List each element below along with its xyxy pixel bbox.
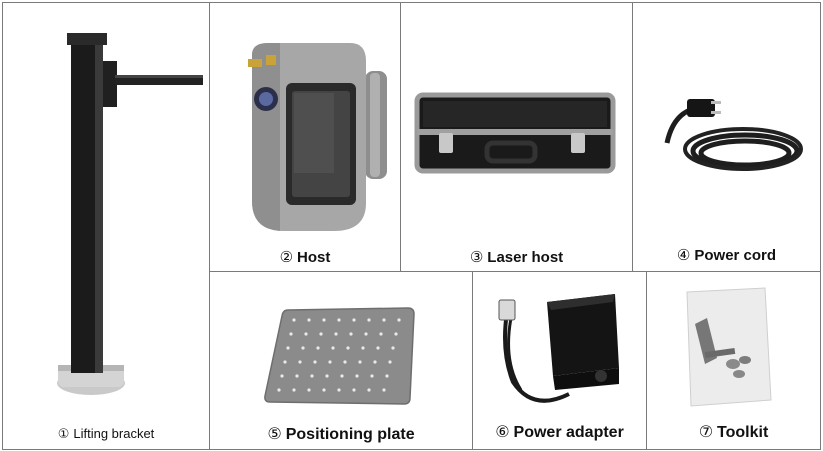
plate-hole (373, 360, 377, 364)
lifting-bracket-image (57, 33, 203, 395)
plate-hole (352, 318, 356, 322)
power-cord-image (664, 99, 803, 171)
plate-hole (337, 388, 341, 392)
host-image (248, 43, 387, 231)
plate-hole (352, 388, 356, 392)
item-label: Lifting bracket (73, 426, 155, 441)
number-badge: ③ (469, 249, 484, 266)
item-label: Positioning plate (285, 426, 415, 443)
plate-hole (289, 332, 293, 336)
plate-hole (385, 374, 389, 378)
plate-hole (349, 332, 353, 336)
number-badge: ① (57, 426, 70, 441)
plate-hole (319, 332, 323, 336)
item-label: Host (297, 249, 331, 266)
laser-host-case-image (414, 92, 616, 174)
plate-hole (301, 346, 305, 350)
plate-hole (310, 374, 314, 378)
plate-hole (322, 318, 326, 322)
plate-hole (292, 318, 296, 322)
plate-hole (340, 374, 344, 378)
item-label: Power adapter (513, 424, 624, 441)
toolkit-image (686, 287, 772, 407)
plate-hole (331, 346, 335, 350)
number-badge: ⑦ (698, 424, 714, 441)
plate-hole (364, 332, 368, 336)
power-adapter-image (498, 294, 619, 403)
plate-hole (382, 318, 386, 322)
plate-hole (334, 332, 338, 336)
number-badge: ④ (676, 247, 691, 264)
plate-hole (376, 346, 380, 350)
plate-hole (343, 360, 347, 364)
plate-hole (397, 318, 401, 322)
plate-hole (277, 388, 281, 392)
plate-hole (286, 346, 290, 350)
number-badge: ② (279, 249, 294, 266)
plate-hole (283, 360, 287, 364)
plate-hole (307, 388, 311, 392)
plate-hole (295, 374, 299, 378)
item-label: Power cord (694, 247, 777, 264)
plate-hole (313, 360, 317, 364)
plate-hole (370, 374, 374, 378)
plate-hole (367, 388, 371, 392)
plate-hole (346, 346, 350, 350)
plate-hole (307, 318, 311, 322)
plate-hole (337, 318, 341, 322)
plate-hole (298, 360, 302, 364)
plate-hole (355, 374, 359, 378)
plate-hole (328, 360, 332, 364)
plate-hole (388, 360, 392, 364)
item-label: Toolkit (717, 424, 769, 441)
plate-hole (391, 346, 395, 350)
plate-hole (367, 318, 371, 322)
item-label: Laser host (487, 249, 564, 266)
number-badge: ⑥ (495, 424, 510, 441)
plate-hole (394, 332, 398, 336)
plate-hole (361, 346, 365, 350)
plate-hole (325, 374, 329, 378)
positioning-plate-image (264, 307, 415, 405)
plate-hole (322, 388, 326, 392)
plate-hole (358, 360, 362, 364)
number-badge: ⑤ (267, 426, 282, 443)
plate-hole (379, 332, 383, 336)
plate-hole (382, 388, 386, 392)
plate-hole (280, 374, 284, 378)
plate-hole (316, 346, 320, 350)
plate-hole (292, 388, 296, 392)
plate-hole (304, 332, 308, 336)
